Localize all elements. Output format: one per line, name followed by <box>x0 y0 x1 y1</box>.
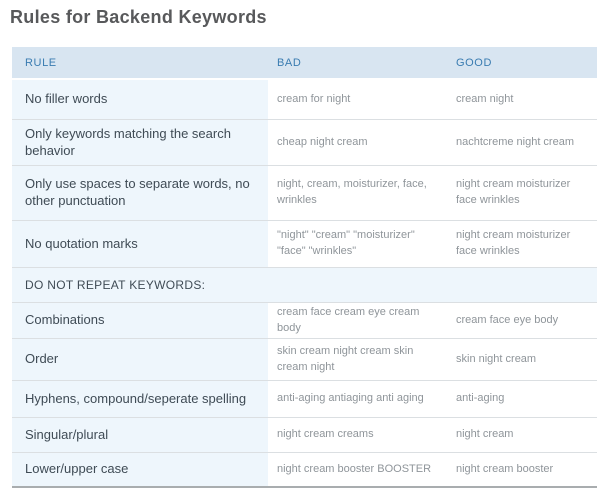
good-cell: nachtcreme night cream <box>456 135 574 148</box>
rules-table: RULE BAD GOOD No filler words cream for … <box>12 47 597 488</box>
bad-cell: "night" "cream" "moisturizer" "face" "wr… <box>277 229 415 257</box>
bad-cell: skin cream night cream skin cream night <box>277 344 414 373</box>
table-row: Order skin cream night cream skin cream … <box>12 339 597 381</box>
table-row: No quotation marks "night" "cream" "mois… <box>12 221 597 268</box>
column-header-good: GOOD <box>456 56 493 69</box>
bad-cell: night, cream, moisturizer, face, wrinkle… <box>277 178 427 206</box>
table-row: No filler words cream for night cream ni… <box>12 80 597 120</box>
table-row: Combinations cream face cream eye cream … <box>12 303 597 339</box>
rule-cell: Only use spaces to separate words, no ot… <box>12 166 268 220</box>
bad-cell: cream face cream eye cream body <box>277 305 420 334</box>
good-cell: skin night cream <box>456 352 537 365</box>
good-cell: cream night <box>456 92 514 105</box>
bad-cell: night cream creams <box>277 428 374 441</box>
rule-cell: Lower/upper case <box>12 453 268 486</box>
good-cell: night cream moisturizer face wrinkles <box>456 178 571 206</box>
rule-cell: No quotation marks <box>12 221 268 267</box>
bad-cell: night cream booster BOOSTER <box>277 462 432 475</box>
rule-cell: Hyphens, compound/seperate spelling <box>12 381 268 417</box>
good-cell: anti-aging <box>456 392 505 405</box>
table-row: Only keywords matching the search behavi… <box>12 120 597 166</box>
rule-cell: Order <box>12 339 268 380</box>
column-header-rule: RULE <box>25 56 57 69</box>
good-cell: night cream moisturizer face wrinkles <box>456 229 571 257</box>
bad-cell: cream for night <box>277 92 351 105</box>
rule-cell: Singular/plural <box>12 418 268 452</box>
table-section-row: DO NOT REPEAT KEYWORDS: <box>12 268 597 303</box>
table-row: Lower/upper case night cream booster BOO… <box>12 453 597 488</box>
table-row: Singular/plural night cream creams night… <box>12 418 597 453</box>
table-header-row: RULE BAD GOOD <box>12 47 597 80</box>
bad-cell: cheap night cream <box>277 135 368 148</box>
rule-cell: No filler words <box>12 80 268 119</box>
good-cell: night cream booster <box>456 462 554 475</box>
table-row: Hyphens, compound/seperate spelling anti… <box>12 381 597 418</box>
page-title: Rules for Backend Keywords <box>10 7 267 27</box>
column-header-bad: BAD <box>277 56 302 69</box>
table-row: Only use spaces to separate words, no ot… <box>12 166 597 221</box>
bad-cell: anti-aging antiaging anti aging <box>277 392 424 405</box>
rule-cell: Only keywords matching the search behavi… <box>12 120 268 165</box>
rule-cell: Combinations <box>12 303 268 338</box>
section-label: DO NOT REPEAT KEYWORDS: <box>25 278 206 292</box>
good-cell: cream face eye body <box>456 313 559 326</box>
good-cell: night cream <box>456 428 514 441</box>
